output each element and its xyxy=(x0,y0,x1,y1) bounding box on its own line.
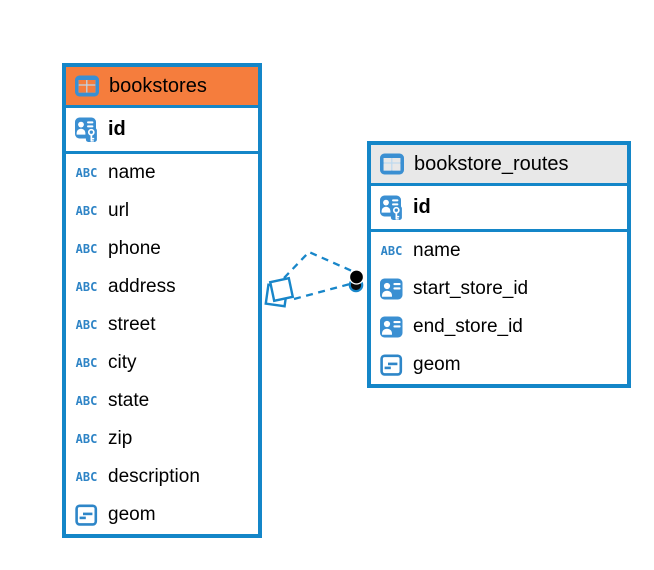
column-row[interactable]: ABC name xyxy=(66,154,258,192)
pk-column-name: id xyxy=(108,118,126,140)
column-row[interactable]: ABC address xyxy=(66,268,258,306)
column-name: url xyxy=(108,200,130,221)
column-name: street xyxy=(108,314,156,335)
text-column-icon: ABC xyxy=(75,394,98,408)
table-routes-header[interactable]: bookstore_routes xyxy=(371,145,627,186)
column-name: address xyxy=(108,276,176,297)
column-row[interactable]: ABC city xyxy=(66,344,258,382)
text-column-icon: ABC xyxy=(75,356,98,370)
text-column-icon: ABC xyxy=(75,280,98,294)
column-row-pk[interactable]: id xyxy=(371,186,627,232)
relationship-square-marker[interactable] xyxy=(264,276,295,308)
column-row[interactable]: ABC phone xyxy=(66,230,258,268)
column-row[interactable]: ABC description xyxy=(66,458,258,496)
column-row[interactable]: start_store_id xyxy=(371,270,627,308)
column-row[interactable]: end_store_id xyxy=(371,308,627,346)
column-row[interactable]: geom xyxy=(371,346,627,384)
fk-line-lower[interactable] xyxy=(293,282,351,301)
column-row[interactable]: ABC state xyxy=(66,382,258,420)
geometry-icon xyxy=(73,503,100,527)
column-name: geom xyxy=(413,354,461,375)
column-name: description xyxy=(108,466,200,487)
pk-column-name: id xyxy=(413,196,431,218)
column-name: phone xyxy=(108,238,161,259)
fk-relationship-connector[interactable] xyxy=(253,236,381,324)
column-row[interactable]: geom xyxy=(66,496,258,534)
table-title: bookstore_routes xyxy=(414,152,569,175)
reference-key-icon xyxy=(378,277,405,301)
column-name: zip xyxy=(108,428,133,449)
relationship-dot-marker[interactable] xyxy=(348,269,365,293)
table-bookstores[interactable]: bookstores id ABC name ABC url ABC xyxy=(62,63,262,538)
text-column-icon: ABC xyxy=(75,166,98,180)
column-name: end_store_id xyxy=(413,316,523,337)
reference-key-icon xyxy=(378,315,405,339)
table-icon xyxy=(73,74,100,98)
column-name: state xyxy=(108,390,150,411)
text-column-icon: ABC xyxy=(75,318,98,332)
fk-line-upper[interactable] xyxy=(283,250,353,279)
table-bookstores-header[interactable]: bookstores xyxy=(66,67,258,108)
column-row[interactable]: ABC zip xyxy=(66,420,258,458)
column-name: city xyxy=(108,352,137,373)
column-row[interactable]: ABC name xyxy=(371,232,627,270)
text-column-icon: ABC xyxy=(380,244,403,258)
column-name: start_store_id xyxy=(413,278,529,299)
table-icon xyxy=(378,152,405,176)
column-name: name xyxy=(413,240,461,261)
text-column-icon: ABC xyxy=(75,242,98,256)
table-title: bookstores xyxy=(109,74,207,97)
text-column-icon: ABC xyxy=(75,470,98,484)
primary-key-icon xyxy=(73,116,100,144)
column-row[interactable]: ABC url xyxy=(66,192,258,230)
geometry-icon xyxy=(378,353,405,377)
column-name: name xyxy=(108,162,156,183)
column-row-pk[interactable]: id xyxy=(66,108,258,154)
table-bookstore-routes[interactable]: bookstore_routes id ABC name xyxy=(367,141,631,388)
column-name: geom xyxy=(108,504,156,525)
column-row[interactable]: ABC street xyxy=(66,306,258,344)
primary-key-icon xyxy=(378,194,405,222)
text-column-icon: ABC xyxy=(75,432,98,446)
text-column-icon: ABC xyxy=(75,204,98,218)
